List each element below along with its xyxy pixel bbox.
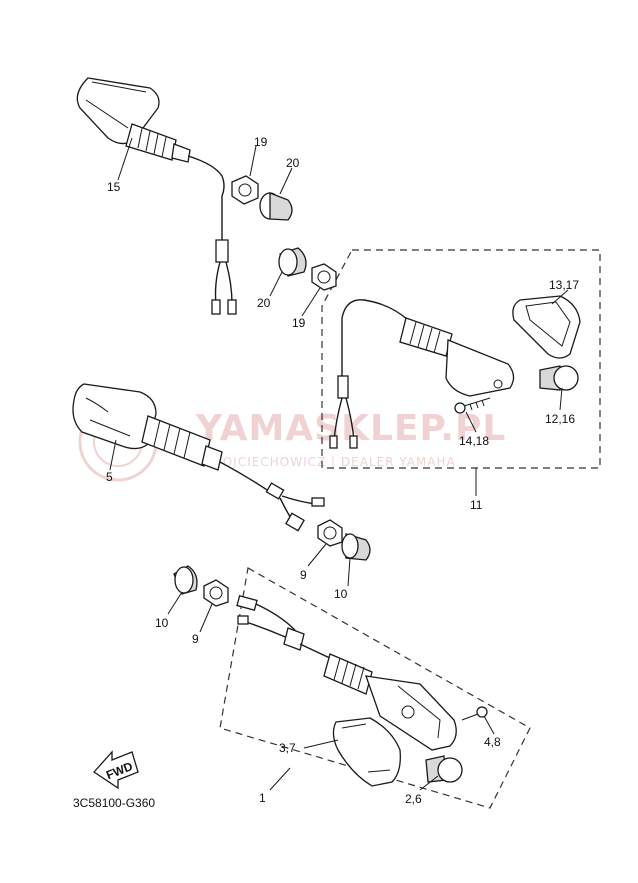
grommet-10-upper: [341, 533, 371, 561]
turn-signal-middle-left: [72, 383, 325, 532]
nut-19-lower: [311, 263, 337, 291]
callout-1: 1: [259, 791, 266, 805]
callout-3-7: 3,7: [279, 741, 296, 755]
nut-19-upper: [231, 175, 259, 205]
bulb-12-16: [539, 365, 579, 391]
bulb-2-6: [425, 755, 463, 783]
callout-12-16: 12,16: [545, 412, 575, 426]
callout-19-lower: 19: [292, 316, 306, 330]
callout-14-18: 14,18: [459, 434, 489, 448]
forward-arrow-icon: FWD: [93, 750, 139, 790]
grommet-20-upper: [259, 192, 293, 221]
nut-9-upper: [317, 519, 343, 547]
watermark-tagline: WOJCIECHOWICZ | DEALER YAMAHA: [210, 455, 456, 469]
callout-5: 5: [106, 470, 113, 484]
callout-4-8: 4,8: [484, 735, 501, 749]
assembly-11-outline: [321, 249, 601, 469]
lens-3-7: [332, 717, 401, 787]
callout-13-17: 13,17: [549, 278, 579, 292]
grommet-10-lower: [173, 565, 198, 595]
screw-14-18: [454, 397, 491, 414]
lens-13-17: [512, 295, 581, 359]
callout-10-lower: 10: [155, 616, 169, 630]
nut-9-lower: [203, 579, 229, 607]
turn-signal-upper-left: [76, 77, 237, 315]
callout-10-upper: 10: [334, 587, 348, 601]
grommet-20-lower: [278, 247, 307, 277]
callout-20-upper: 20: [286, 156, 300, 170]
callouts: 15 19 20 20 19 13,17 12,16 14,18 11 5 9 …: [106, 135, 579, 806]
callout-20-lower: 20: [257, 296, 271, 310]
turn-signal-assembly-1: [236, 595, 457, 751]
callout-19-upper: 19: [254, 135, 268, 149]
callout-9-upper: 9: [300, 568, 307, 582]
turn-signal-assembly-11: [329, 299, 515, 449]
assembly-1-outline: [219, 567, 531, 809]
callout-2-6: 2,6: [405, 792, 422, 806]
callout-9-lower: 9: [192, 632, 199, 646]
callout-11: 11: [470, 498, 483, 512]
screw-4-8: [461, 706, 488, 721]
callout-15: 15: [107, 180, 121, 194]
leader-lines: [109, 137, 569, 791]
diagram-code: 3C58100-G360: [73, 796, 155, 810]
